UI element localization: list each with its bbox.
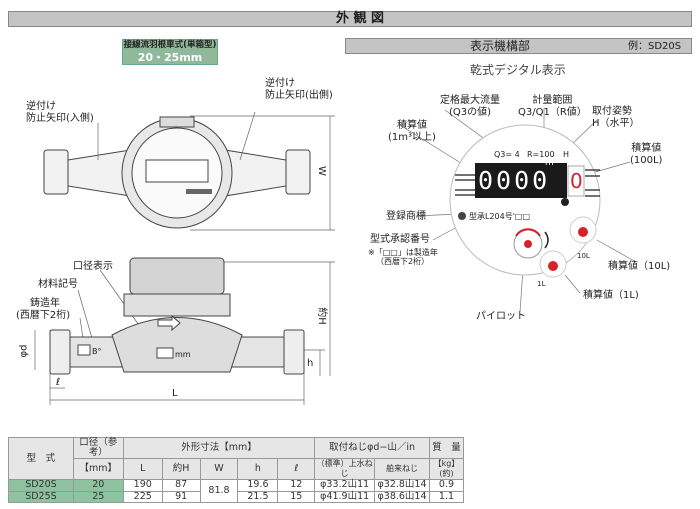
cell: 20	[72, 479, 124, 492]
face-r: R=100	[527, 150, 555, 159]
th-bore-unit: 【mm】	[72, 458, 124, 480]
th-W: W	[199, 458, 239, 480]
label-q3: 定格最大流量(Q3の値)	[440, 95, 500, 118]
badge-size: 20・25mm	[137, 51, 203, 64]
label-cast-year: 鋳造年(西暦下2桁)	[16, 298, 71, 321]
cell: φ38.6山14	[374, 490, 430, 503]
face-unit: m³	[545, 158, 558, 168]
label-approval: 型式承認番号	[370, 234, 430, 245]
label-note: ※「□□」は製造年（西暦下2桁）	[368, 248, 438, 266]
face-approval-no: 型承L204号'□□	[469, 212, 531, 221]
th-foreign-thread: 舶来ねじ	[374, 458, 430, 480]
face-digits: 0000	[478, 166, 551, 195]
th-L: L	[122, 458, 163, 480]
cell: 81.8	[199, 479, 239, 503]
th-l: ℓ	[277, 458, 316, 480]
cell: 19.6	[237, 479, 279, 492]
th-mass: 質 量	[428, 437, 465, 459]
header-bar	[8, 11, 692, 27]
display-subtitle: 乾式デジタル表示	[470, 63, 566, 77]
label-total-1m3: 積算値(1m³以上)	[388, 120, 436, 143]
th-H: 約H	[161, 458, 201, 480]
dim-H: 約H	[315, 307, 327, 325]
mark-mm: mm	[175, 350, 191, 359]
display-example: 例：SD20S	[628, 41, 682, 52]
th-model: 型 式	[8, 437, 74, 480]
dim-L: L	[172, 388, 178, 399]
cell: 12	[277, 479, 316, 492]
meter-drawings	[34, 111, 335, 405]
type-badge: 接線流羽根車式(単箱型) 20・25mm	[122, 39, 218, 65]
dim-d: φd	[18, 344, 30, 358]
face-dial-10l: 10L	[577, 252, 590, 260]
cell: 91	[161, 490, 201, 503]
dim-W: W	[315, 166, 327, 176]
face-red-digit: 0	[570, 169, 583, 193]
th-h: h	[237, 458, 279, 480]
cell: 0.9	[428, 479, 465, 492]
top-view	[43, 116, 311, 229]
th-dims: 外形寸法【mm】	[122, 437, 316, 459]
cell: 87	[161, 479, 201, 492]
face-q3: Q3= 4	[494, 150, 520, 159]
label-total-1l: 積算値（1L)	[583, 290, 639, 301]
cell: φ32.8山14	[374, 479, 430, 492]
meter-face	[399, 108, 637, 313]
label-bore: 口径表示	[73, 261, 113, 272]
label-reverse-out: 逆付け防止矢印(出側)	[265, 78, 333, 101]
cell: φ33.2山11	[314, 479, 376, 492]
cell: 15	[277, 490, 316, 503]
mark-B: B°	[92, 347, 102, 356]
dim-h: h	[307, 358, 314, 369]
label-pilot: パイロット	[476, 311, 526, 322]
label-total-100l: 積算値(100L)	[630, 143, 663, 166]
cell: φ41.9山11	[314, 490, 376, 503]
face-h: H	[563, 150, 570, 159]
cell: 21.5	[237, 490, 279, 503]
th-bore: 口径（参考）	[72, 437, 124, 459]
page-title: 外 観 図	[335, 11, 385, 26]
side-view	[49, 257, 305, 375]
face-dial-1l: 1L	[537, 280, 546, 288]
dim-l: ℓ	[56, 377, 61, 388]
display-section-bar	[345, 38, 692, 54]
label-reverse-in: 逆付け防止矢印(入側)	[26, 101, 94, 124]
th-kg: 【kg】(約)	[428, 458, 465, 480]
display-section-title: 表示機構部	[470, 39, 531, 53]
cell: 190	[122, 479, 163, 492]
cell: SD20S	[8, 479, 74, 492]
label-total-10l: 積算値（10L)	[608, 261, 671, 272]
label-trademark: 登録商標	[386, 211, 426, 222]
badge-type: 接線流羽根車式(単箱型)	[123, 40, 217, 50]
label-material: 材料記号	[38, 279, 78, 290]
cell: 1.1	[428, 490, 465, 503]
th-std-thread: （標準）上水ねじ	[314, 458, 376, 480]
dimension-lines	[34, 111, 335, 405]
cell: 225	[122, 490, 163, 503]
cell: 25	[72, 490, 124, 503]
th-thread: 取付ねじφd−山／in	[314, 437, 430, 459]
cell: SD25S	[8, 490, 74, 503]
